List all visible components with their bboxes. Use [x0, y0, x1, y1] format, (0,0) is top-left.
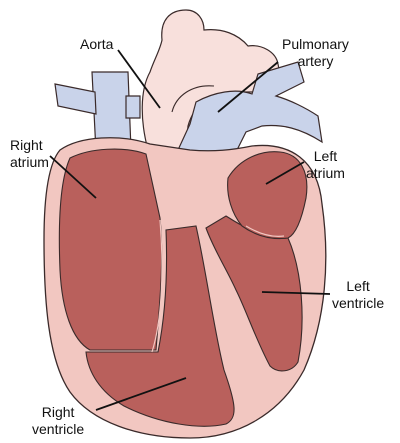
leader-left-atrium — [265, 161, 305, 185]
aorta-inner-curve — [171, 85, 215, 113]
right-ventricle — [85, 225, 235, 427]
right-pulmonary-vein-left — [125, 95, 141, 119]
left-atrium — [227, 151, 308, 240]
leader-right-atrium — [49, 155, 97, 199]
leader-pulmonary-artery — [217, 61, 279, 113]
leader-right-ventricle — [95, 377, 187, 411]
septum-line — [151, 219, 163, 353]
left-pulmonary-vein-left — [54, 83, 97, 115]
leader-left-ventricle — [261, 291, 331, 295]
label-right-atrium: Right atrium — [10, 137, 49, 170]
label-left-ventricle: Left ventricle — [332, 278, 385, 311]
label-aorta: Aorta — [80, 36, 114, 52]
leader-aorta — [117, 49, 161, 109]
valve-line — [245, 225, 285, 237]
label-pulmonary-artery: Pulmonary artery — [282, 36, 349, 69]
right-atrium — [58, 148, 163, 351]
label-left-atrium: Left atrium — [306, 148, 345, 181]
label-right-ventricle: Right ventricle — [32, 404, 85, 437]
